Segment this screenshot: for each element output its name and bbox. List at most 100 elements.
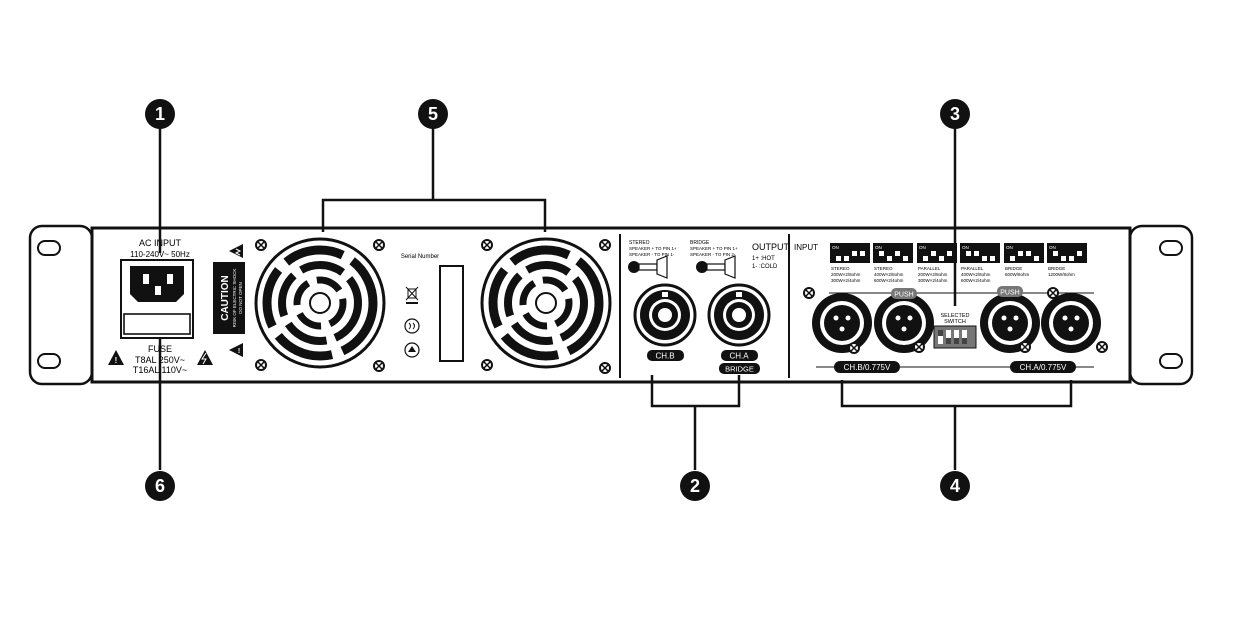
dip-switch-knob [966,256,971,261]
fuse-holder [123,313,191,335]
output-section: STEREO SPEAKER + TO PIN 1+ SPEAKER - TO … [628,240,790,374]
bridge-wiring-note: SPEAKER + TO PIN 1+ [690,246,738,251]
caution-text-1: RISK OF ELECTRIC SHOCK [232,269,237,328]
ch-a-output-label: CH.A [729,352,749,361]
dip-mode-power: 600W×2/4ohm [874,278,904,283]
xlr-input-ch-b-1[interactable] [812,293,872,353]
serial-number-plate [439,265,464,362]
ac-input-title: AC INPUT [139,238,182,248]
callout-number: 3 [950,104,960,124]
caution-label: CAUTION RISK OF ELECTRIC SHOCK DO NOT OP… [213,244,245,357]
bridge-wiring-title: BRIDGE [690,240,710,246]
dip-switch-knob [852,256,857,261]
callout-6: 6 [145,471,175,501]
fuse-rating-1: T8AL 250V~ [135,355,185,365]
callout-5: 5 [418,99,448,129]
callout-2: 2 [680,471,710,501]
dip-switch-knob [1018,256,1023,261]
rack-mount-slot [37,353,61,369]
screw-icon [599,362,611,374]
stereo-wiring-title: STEREO [629,240,650,246]
callout-4: 4 [940,471,970,501]
push-latch-ch-a[interactable]: PUSH [997,286,1023,297]
screw-icon [1096,341,1108,353]
rack-mount-slot [1159,353,1183,369]
bridge-output-label: BRIDGE [725,365,754,374]
output-cold-label: 1- :COLD [752,264,778,270]
xlr-input-ch-a-1[interactable] [980,293,1040,353]
selected-switch-label: SELECTED [940,313,969,319]
xlr-input-ch-a-2[interactable] [1041,293,1101,353]
push-label: PUSH [894,292,913,299]
callout-number: 2 [690,476,700,496]
speakon-connector-ch-b[interactable] [633,283,697,347]
dip-switch-knob [947,256,952,261]
callout-number: 4 [950,476,960,496]
serial-number-area: Serial Number [401,254,464,362]
dip-switch-knob [974,256,979,261]
dip-mode-power: 200W×2/8ohm [831,272,861,277]
dip-switch-knob [860,256,865,261]
selected-dip-switch[interactable] [933,325,977,349]
xlr-input-ch-b-2[interactable] [874,293,934,353]
callout-3: 3 [940,99,970,129]
dip-switch-knob [931,256,936,261]
dip-switch-knob [903,251,908,256]
push-label: PUSH [1000,290,1019,297]
dip-switch-knob [879,256,884,261]
dip-mode-name: BRIDGE [1005,266,1022,271]
dip-mode-name: PARALLEL [961,266,984,271]
input-title: INPUT [794,243,818,252]
bridge-wiring-note: SPEAKER - TO PIN 2- [690,252,736,257]
dip-switch-knob [1034,251,1039,256]
svg-text:!: ! [238,348,240,355]
callout-number: 5 [428,104,438,124]
push-latch-ch-b[interactable]: PUSH [891,288,917,299]
dip-switch-knob [1053,256,1058,261]
dip-switch-knob [990,251,995,256]
speakon-connector-ch-a[interactable] [707,283,771,347]
dip-switch-knob [895,256,900,261]
serial-number-label: Serial Number [401,254,439,260]
screw-icon [373,360,385,372]
dip-switch-knob [982,251,987,256]
screw-icon [913,341,925,353]
input-section: INPUT ONSTEREO200W×2/8ohm300W×2/4ohmONST… [794,243,1108,373]
high-voltage-icon [229,244,243,258]
screw-icon [848,342,860,354]
dip-switch-knob [844,251,849,256]
dip-mode-power: 600W/8ohm [1005,272,1030,277]
power-input-section: AC INPUT 110-240V~ 50Hz FUSE T8AL 250V~ … [108,238,213,375]
dip-switch-knob [1010,251,1015,256]
dip-switch-knob [1061,251,1066,256]
dip-mode-name: STEREO [874,266,893,271]
ch-a-input-level-label: CH.A/0.775V [1020,363,1067,372]
screws [255,239,611,374]
svg-text:!: ! [115,356,118,365]
speaker-plug-icon [628,255,668,279]
dip-on-label: ON [832,245,839,250]
dip-switch-knob [1026,256,1031,261]
dip-switch-knob [1069,251,1074,256]
dip-switch-knob [887,251,892,256]
cooling-fan-left [254,237,386,369]
screw-icon [803,287,815,299]
dip-switch-knob [836,251,841,256]
rack-mount-slot [1159,240,1183,256]
fuse-title: FUSE [148,344,172,354]
output-title: OUTPUT [752,242,790,252]
dip-mode-power: 200W×2/8ohm [918,272,948,277]
callout-1: 1 [145,99,175,129]
dip-mode-power: 600W×2/4ohm [961,278,991,283]
screw-icon [255,239,267,251]
fuse-rating-2: T16AL 110V~ [133,365,187,375]
dip-on-label: ON [962,245,969,250]
iec-inlet [130,266,184,302]
